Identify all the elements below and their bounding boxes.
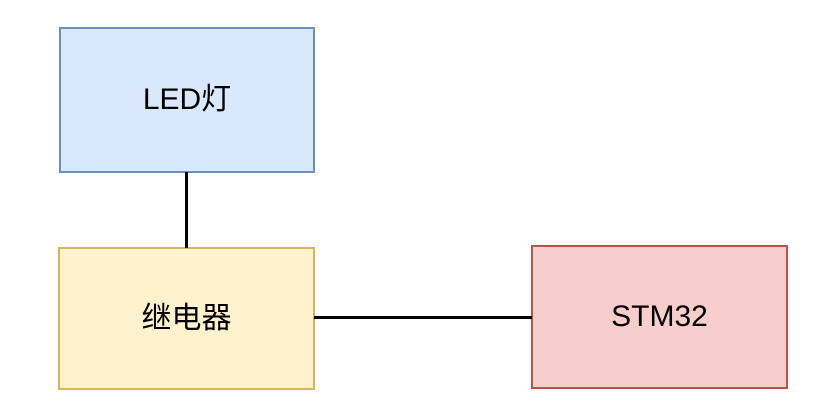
- node-stm32-label: STM32: [611, 300, 708, 333]
- node-stm32: STM32: [531, 245, 788, 389]
- node-led-light: LED灯: [59, 27, 315, 173]
- node-led-light-label: LED灯: [142, 83, 232, 116]
- node-relay: 继电器: [58, 247, 315, 390]
- node-relay-label: 继电器: [141, 301, 232, 335]
- edge-led-to-relay: [185, 172, 188, 248]
- edge-relay-to-stm32: [314, 316, 532, 319]
